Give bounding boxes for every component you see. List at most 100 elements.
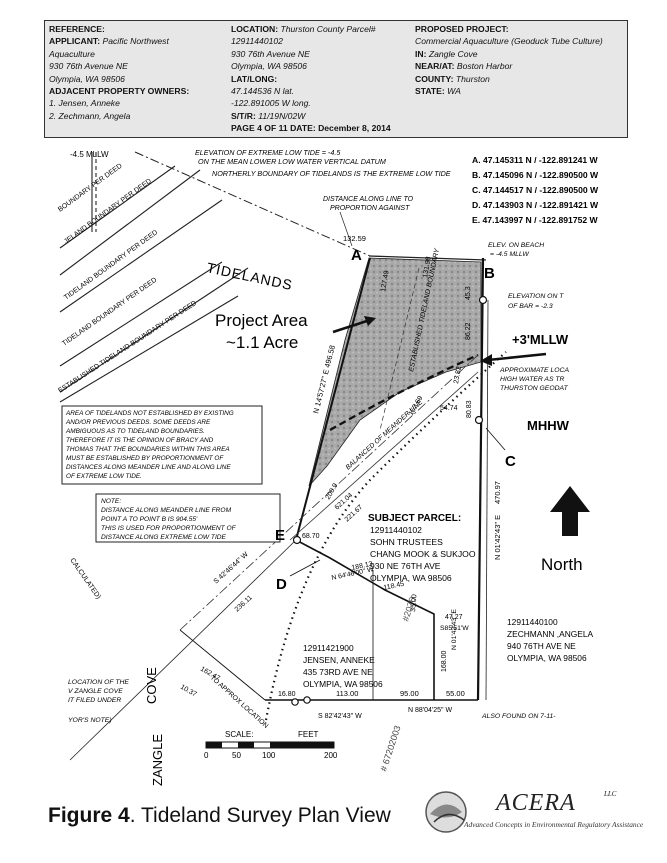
- note-line: DISTANCE ALONG MEANDER LINE FROM: [101, 507, 232, 514]
- header-value: 12911440102: [231, 36, 283, 47]
- subject-parcel-line: 930 NE 76TH AVE: [370, 561, 441, 571]
- point-e-marker: [292, 535, 302, 545]
- location-note: LOCATION OF THE: [68, 679, 129, 686]
- header-value: 930 76th Avenue NE: [231, 48, 310, 59]
- project-area-label: Project Area: [215, 311, 308, 330]
- acera-logo-mark: [425, 791, 467, 833]
- zechmann-parcel-line: 12911440100: [507, 617, 558, 627]
- scale-tick: 0: [204, 751, 209, 760]
- leader-line: [339, 211, 353, 247]
- header-label: REFERENCE:: [49, 24, 105, 34]
- header-value: 1. Jensen, Anneke: [49, 98, 120, 109]
- also-found-note: ALSO FOUND ON 7-11-: [481, 713, 556, 720]
- point-b-marker: [478, 295, 488, 305]
- acera-logo: ACERA LLC Advanced Concepts in Environme…: [418, 782, 643, 842]
- calculated-label: CALCULATED): [68, 557, 101, 600]
- subject-parcel-line: SOHN TRUSTEES: [370, 537, 443, 547]
- header-value: -122.891005 W long.: [231, 98, 311, 109]
- note-line: DISTANCES ALONG MEANDER LINE AND ALONG L…: [66, 464, 231, 471]
- coordinate-a: A. 47.145311 N / -122.891241 W: [472, 155, 599, 165]
- note-line: THEREFORE IT IS THE OPINION OF BRACY AND: [66, 437, 214, 444]
- point-d-leader: [289, 559, 321, 577]
- header-value: WA: [447, 86, 461, 97]
- header-column-applicant: REFERENCE: APPLICANT: Pacific Northwest …: [49, 23, 189, 122]
- elevation-note: ELEVATION OF EXTREME LOW TIDE = -4.5: [195, 148, 341, 157]
- point-d-label: D: [276, 576, 287, 593]
- approx-note: APPROXIMATE LOCA: [499, 367, 569, 374]
- bearing-east-dist: 470.97: [493, 481, 502, 504]
- note-line: AND/OR PREVIOUS DEEDS. SOME DEEDS ARE: [65, 419, 211, 426]
- note-line: AMBIGUOUS AS TO TIDELAND BOUNDARIES.: [65, 428, 205, 435]
- elev-bar-note: ELEVATION ON T: [508, 293, 564, 300]
- tidelands-label: TIDELANDS: [205, 259, 294, 293]
- location-note: YOR'S NOTE): [68, 717, 112, 724]
- tidelands-note-box: AREA OF TIDELANDS NOT ESTABLISHED BY EXI…: [61, 405, 263, 485]
- arrow-head: [364, 316, 376, 326]
- point-b-label: B: [484, 265, 495, 282]
- header-value: 47.144536 N lat.: [231, 86, 295, 97]
- distance: 47.27: [445, 614, 463, 621]
- coordinate-d: D. 47.143903 N / -122.891421 W: [472, 200, 599, 210]
- mllw-label: +3'MLLW: [512, 332, 569, 347]
- deed-label: ESTABLISHED TIDELAND BOUNDARY PER DEED: [57, 300, 198, 395]
- east-inner-line: [485, 299, 489, 701]
- bearing: N 01'42'43" E: [451, 609, 458, 650]
- acera-logo-tagline: Advanced Concepts in Environmental Regul…: [464, 820, 644, 829]
- bearing: S 82'42'43" W: [318, 713, 362, 720]
- figure-title: . Tideland Survey Plan View: [129, 804, 391, 827]
- note-line: MUST BE ESTABLISHED BY PROPORTIONMENT OF: [66, 455, 224, 462]
- bearing-east: N 01'42'43" E: [493, 515, 502, 560]
- header-value: 11/19N/02W: [258, 110, 306, 121]
- header-value: Zangle Cove: [428, 48, 478, 59]
- point-c-marker: [474, 415, 484, 425]
- header-value: Aquaculture: [49, 48, 95, 59]
- header-label: ADJACENT PROPERTY OWNERS:: [49, 86, 190, 97]
- coordinate-e: E. 47.143997 N / -122.891752 W: [472, 215, 599, 225]
- note-line: NOTE:: [101, 498, 121, 505]
- project-area-arrow: [332, 318, 371, 334]
- distance: 10.37: [179, 684, 198, 699]
- zangle-cove-label: ZANGLE: [150, 734, 165, 786]
- elevation-note: ON THE MEAN LOWER LOW WATER VERTICAL DAT…: [198, 157, 386, 166]
- elev-bar-note: OF BAR = -2.3: [508, 303, 553, 310]
- header-value: Olympia, WA 98506: [231, 61, 307, 72]
- distance: 55.00: [446, 689, 465, 698]
- distance: 168.00: [441, 650, 448, 672]
- bearing: N 88'04'25" W: [408, 707, 452, 714]
- bearing: S 42'46'44" W: [213, 551, 250, 586]
- header-label: S/T/R:: [231, 110, 256, 121]
- mllw-line: [329, 353, 479, 431]
- survey-plan: JELAND BOUNDARY PER DEED TIDELAND BOUNDA…: [57, 148, 599, 786]
- sw-diagonal: [69, 539, 297, 761]
- distance: 68.70: [302, 533, 320, 540]
- project-header-table: REFERENCE: APPLICANT: Pacific Northwest …: [44, 20, 628, 138]
- distance: 236.11: [234, 594, 254, 613]
- zechmann-parcel-line: 940 76TH AVE NE: [507, 641, 576, 651]
- distance-note: DISTANCE ALONG LINE TO: [323, 196, 414, 203]
- meander-line-2: [289, 371, 479, 541]
- north-arrow: North: [541, 486, 590, 574]
- elev-beach-note: ELEV. ON BEACH: [488, 242, 544, 249]
- note-line: THIS IS USED FOR PROPORTIONMENT OF: [101, 525, 237, 532]
- note-line: THOMAS THAT THE BOUNDARIES WITHIN THIS A…: [66, 446, 230, 453]
- project-area-shading: [308, 257, 482, 487]
- coordinate-c: C. 47.144517 N / -122.890500 W: [472, 185, 599, 195]
- deed-label: JELAND BOUNDARY PER DEED: [63, 178, 153, 246]
- distance: 95.00: [400, 689, 419, 698]
- elev-beach-note: = -4.5 MLLW: [490, 251, 529, 258]
- figure-number: Figure 4: [48, 804, 130, 827]
- subject-parcel-line: 12911440102: [370, 525, 422, 535]
- header-value: Commercial Aquaculture (Geoduck Tube Cul…: [415, 36, 603, 47]
- project-area-size: ~1.1 Acre: [226, 333, 298, 352]
- mllw-arrow: [487, 352, 547, 362]
- approx-location: TO APPROX LOCATION: [209, 674, 270, 730]
- jensen-parcel-line: 12911421900: [303, 643, 354, 653]
- distance: 23.82: [453, 366, 463, 385]
- mhhw-label: MHHW: [527, 418, 570, 433]
- zechmann-parcel-line: OLYMPIA, WA 98506: [507, 653, 587, 663]
- page-date: PAGE 4 OF 11 DATE: December 8, 2014: [231, 123, 391, 134]
- distance: 35.00: [410, 594, 419, 612]
- distance: 54.74: [440, 405, 458, 412]
- header-label: IN:: [415, 48, 427, 59]
- point-e-label: E: [275, 527, 285, 544]
